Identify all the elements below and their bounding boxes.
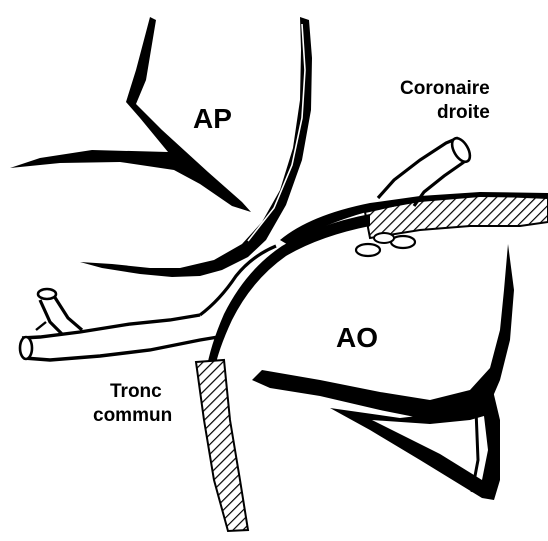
ostium-oval-1	[356, 244, 380, 256]
aortic-valve	[252, 244, 514, 500]
label-ap: AP	[193, 103, 232, 134]
label-common-trunk-2: commun	[93, 405, 172, 426]
label-right-coronary-2: droite	[437, 102, 490, 123]
right-coronary-end-cap	[448, 135, 473, 165]
trunk-lower-outline	[24, 336, 224, 360]
label-ao: AO	[336, 322, 378, 353]
label-common-trunk-1: Tronc	[110, 381, 162, 402]
ao-lower-wall-hatched	[196, 360, 248, 531]
right-coronary-outline-1	[378, 138, 458, 198]
trunk-end-cap	[20, 337, 32, 359]
ap-right-wall	[80, 17, 312, 277]
trunk-branch	[54, 296, 82, 330]
label-right-coronary-1: Coronaire	[400, 78, 490, 99]
pulmonary-artery	[10, 17, 312, 277]
